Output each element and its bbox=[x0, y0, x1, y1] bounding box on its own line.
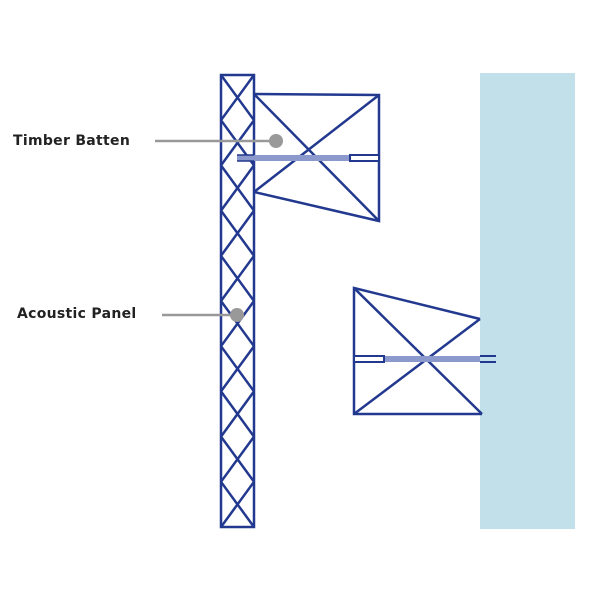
acoustic-panel-leader bbox=[162, 308, 244, 322]
column-cross-line bbox=[219, 300, 256, 347]
column-cross-line bbox=[219, 345, 256, 393]
acoustic-panel-label: Acoustic Panel bbox=[17, 306, 137, 322]
lower-timber-batten-block bbox=[352, 286, 496, 416]
acoustic-panel-column bbox=[219, 73, 256, 529]
upper-batten-bar bbox=[237, 155, 350, 161]
column-cross-line bbox=[219, 435, 256, 483]
column-cross-line bbox=[219, 74, 256, 121]
wall bbox=[480, 73, 575, 529]
column-cross-line bbox=[219, 119, 256, 167]
column-cross-line bbox=[219, 164, 256, 212]
column-cross-line bbox=[219, 481, 256, 528]
column-cross-line bbox=[219, 209, 256, 257]
column-cross-line bbox=[219, 390, 256, 438]
timber-batten-label: Timber Batten bbox=[13, 133, 131, 149]
upper-timber-batten-block bbox=[237, 92, 381, 223]
column-cross-line bbox=[219, 255, 256, 302]
lower-batten-bar bbox=[384, 356, 480, 362]
timber-batten-leader bbox=[155, 134, 283, 148]
